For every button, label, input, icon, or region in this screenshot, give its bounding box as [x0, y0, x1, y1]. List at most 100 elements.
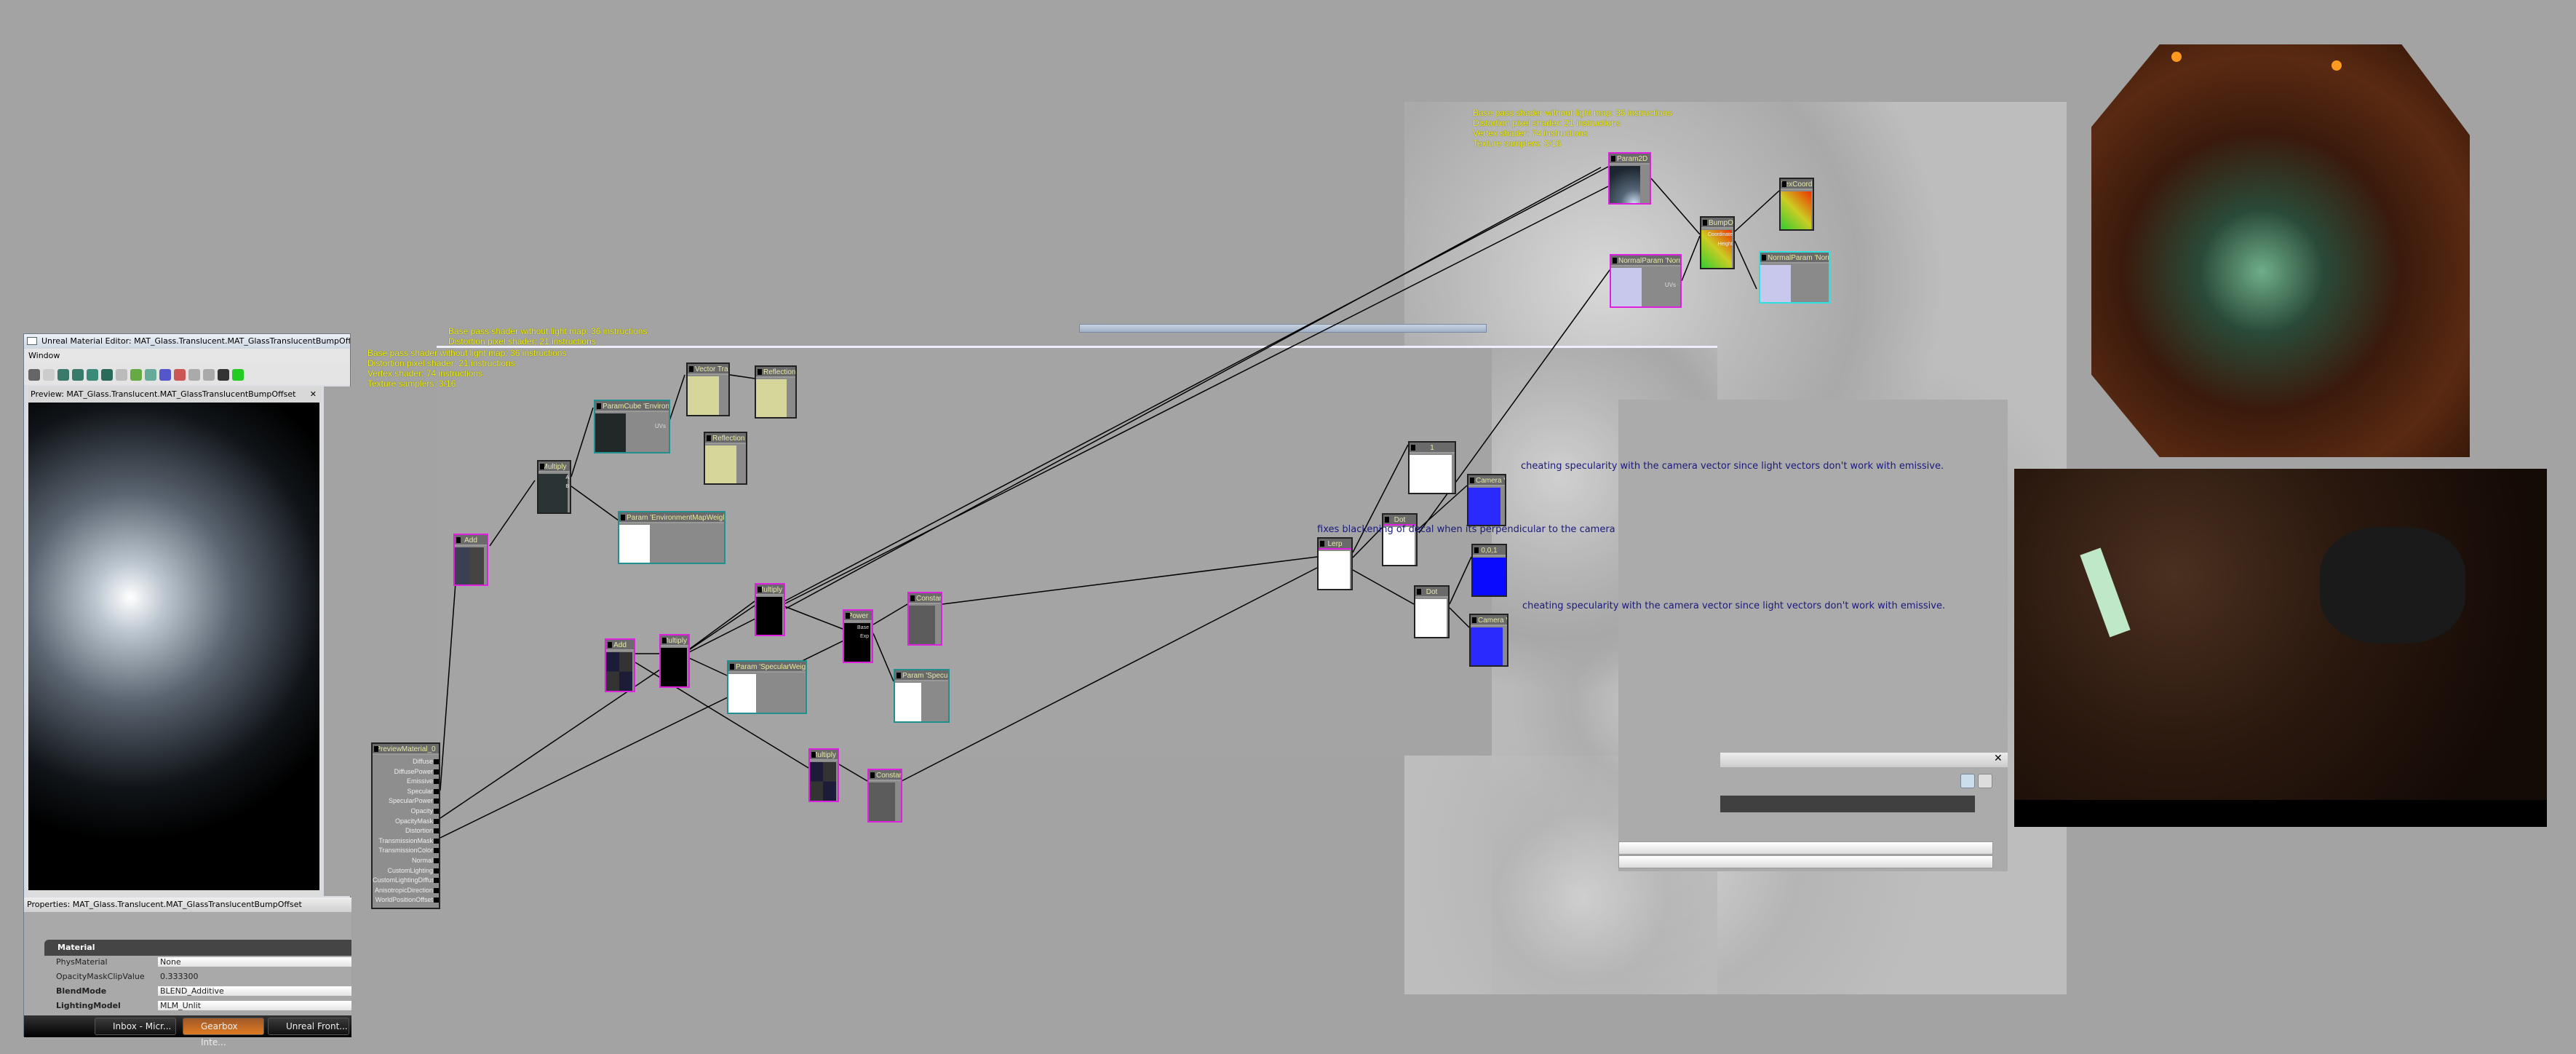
search-icon[interactable] — [1960, 774, 1975, 788]
pin-connector[interactable] — [434, 788, 439, 794]
material-input-pin[interactable]: OpacityMask — [373, 817, 439, 827]
search-icon[interactable] — [116, 368, 127, 381]
node-param-cube[interactable]: ParamCube 'EnvironmentMapCube'UVs — [594, 400, 670, 453]
skull-icon[interactable] — [145, 368, 156, 381]
taskbar-gearbox[interactable]: Gearbox Inte... — [183, 1018, 264, 1047]
node-dot-1[interactable]: Dot — [1382, 513, 1418, 566]
node-vector-transform[interactable]: Vector Transform — [686, 362, 730, 416]
node-multiply-3[interactable]: Multiply — [755, 583, 785, 636]
property-value[interactable]: None — [158, 957, 351, 967]
node-add-2[interactable]: Add — [605, 638, 635, 692]
sphere-icon[interactable] — [87, 368, 98, 381]
title-bar[interactable]: Unreal Material Editor: MAT_Glass.Transl… — [24, 334, 350, 349]
cylinder-icon[interactable] — [57, 368, 69, 381]
node-param-spec-power[interactable]: Param 'SpecularPower' (16) — [894, 669, 950, 723]
node-multiply-4[interactable]: Multiply — [808, 748, 839, 802]
node-reflection-vector-1[interactable]: Reflection Vector — [755, 365, 797, 419]
node-add-1[interactable]: Add — [453, 534, 488, 586]
material-input-pin[interactable]: Specular — [373, 787, 439, 797]
taskbar-unreal[interactable]: Unreal Front... — [268, 1018, 349, 1035]
node-multiply-2[interactable]: Multiply — [659, 634, 690, 688]
material-input-pin[interactable]: DiffusePower — [373, 767, 439, 777]
pin-connector[interactable] — [434, 857, 439, 863]
pin-connector[interactable] — [434, 848, 439, 854]
node-constant-clamp-1[interactable]: Constant Clamp — [907, 592, 942, 646]
material-input-pin[interactable]: Emissive — [373, 777, 439, 787]
pin-connector[interactable] — [434, 818, 439, 824]
material-input-pin[interactable]: TransmissionMask — [373, 836, 439, 847]
node-param-diffuse[interactable]: Param2D 'Diffuse' — [1608, 152, 1651, 205]
pin-a-label: A — [565, 475, 569, 480]
canvas-strip — [1079, 324, 1487, 333]
preview-viewport[interactable] — [28, 403, 319, 890]
material-input-pin[interactable]: Opacity — [373, 807, 439, 817]
material-input-pin[interactable]: TransmissionColor — [373, 846, 439, 856]
node-param-env-weight[interactable]: Param 'EnvironmentMapWeightOrColor' (2,2… — [618, 511, 726, 564]
property-value[interactable]: BLEND_Additive — [158, 986, 351, 996]
material-editor-window: Unreal Material Editor: MAT_Glass.Transl… — [23, 333, 351, 1037]
taskbar-inbox[interactable]: Inbox - Micr... — [95, 1018, 176, 1035]
back-arrow-icon[interactable] — [130, 368, 142, 381]
curve-icon[interactable] — [174, 368, 186, 381]
property-name: OpacityMaskClipValue — [56, 972, 145, 981]
material-input-pin[interactable]: CustomLightingDiffuse — [373, 876, 439, 884]
node-normal-param-1[interactable]: NormalParam 'NormalWithAlpha'UVs — [1610, 254, 1682, 308]
connector-left-icon[interactable] — [188, 368, 200, 381]
material-input-pin[interactable]: Normal — [373, 856, 439, 866]
connector-right-icon[interactable] — [203, 368, 215, 381]
property-value[interactable]: MLM_Unlit — [158, 1001, 351, 1010]
node-constant-clamp-2[interactable]: Constant Clamp — [867, 769, 902, 823]
expression-icon[interactable] — [159, 368, 171, 381]
node-vector-001[interactable]: 0,0,1 — [1471, 544, 1507, 597]
pin-connector[interactable] — [434, 769, 439, 774]
grid-icon[interactable] — [43, 368, 55, 381]
apply-check-icon[interactable] — [232, 368, 244, 381]
pin-connector[interactable] — [434, 808, 439, 814]
pin-connector[interactable] — [434, 779, 439, 785]
section-material[interactable]: Material — [44, 940, 351, 956]
node-camera-vector-1[interactable]: Camera Vector — [1467, 474, 1506, 526]
pin-connector[interactable] — [434, 868, 439, 873]
node-texcoord[interactable]: TexCoord — [1779, 178, 1814, 231]
node-bump-offset[interactable]: BumpOffset Coordinate Height — [1700, 216, 1735, 269]
node-reflection-vector-2[interactable]: Reflection Vector — [704, 432, 747, 485]
material-input-pin[interactable]: SpecularPower — [373, 796, 439, 807]
pin-connector[interactable] — [434, 759, 439, 764]
close-icon[interactable]: ✕ — [1994, 753, 2003, 764]
node-dot-2[interactable]: Dot — [1414, 585, 1450, 638]
pin-connector[interactable] — [434, 878, 439, 884]
material-input-pin[interactable]: CustomLighting — [373, 866, 439, 876]
property-row[interactable]: OpacityMaskClipValue 0.333300 — [53, 972, 351, 985]
node-param-spec-weight[interactable]: Param 'SpecularWeightOrColor' (3,3,3,1) — [727, 660, 807, 714]
property-value[interactable]: 0.333300 — [160, 972, 199, 981]
material-input-pin[interactable]: WorldPositionOffset — [373, 895, 439, 906]
pin-connector[interactable] — [434, 887, 439, 893]
pin-connector[interactable] — [434, 828, 439, 834]
dropdown-2[interactable] — [1618, 855, 1993, 868]
material-input-pin[interactable]: Distortion — [373, 826, 439, 836]
menu-window[interactable]: Window — [28, 351, 60, 360]
material-input-pin[interactable]: AnisotropicDirection — [373, 886, 439, 896]
wrench-icon[interactable] — [1978, 774, 1992, 788]
pin-connector[interactable] — [434, 898, 439, 903]
node-constant-1[interactable]: 1 — [1408, 441, 1456, 494]
home-icon[interactable] — [28, 368, 40, 381]
material-input-pin[interactable]: Diffuse — [373, 757, 439, 767]
node-normal-param-2[interactable]: NormalParam 'NormalWithAlpha' — [1759, 251, 1830, 304]
plane-icon[interactable] — [101, 368, 113, 381]
close-preview-icon[interactable]: ✕ — [309, 389, 317, 399]
node-lerp[interactable]: Lerp — [1317, 537, 1353, 590]
pin-connector[interactable] — [434, 799, 439, 804]
shader-stats-top: Base pass shader without light map: 36 i… — [448, 326, 648, 346]
eye-icon[interactable] — [218, 368, 229, 381]
pin-connector[interactable] — [434, 838, 439, 844]
dropdown-1[interactable] — [1618, 841, 1993, 855]
cube-icon[interactable] — [72, 368, 84, 381]
node-camera-vector-2[interactable]: Camera Vector — [1469, 614, 1508, 667]
